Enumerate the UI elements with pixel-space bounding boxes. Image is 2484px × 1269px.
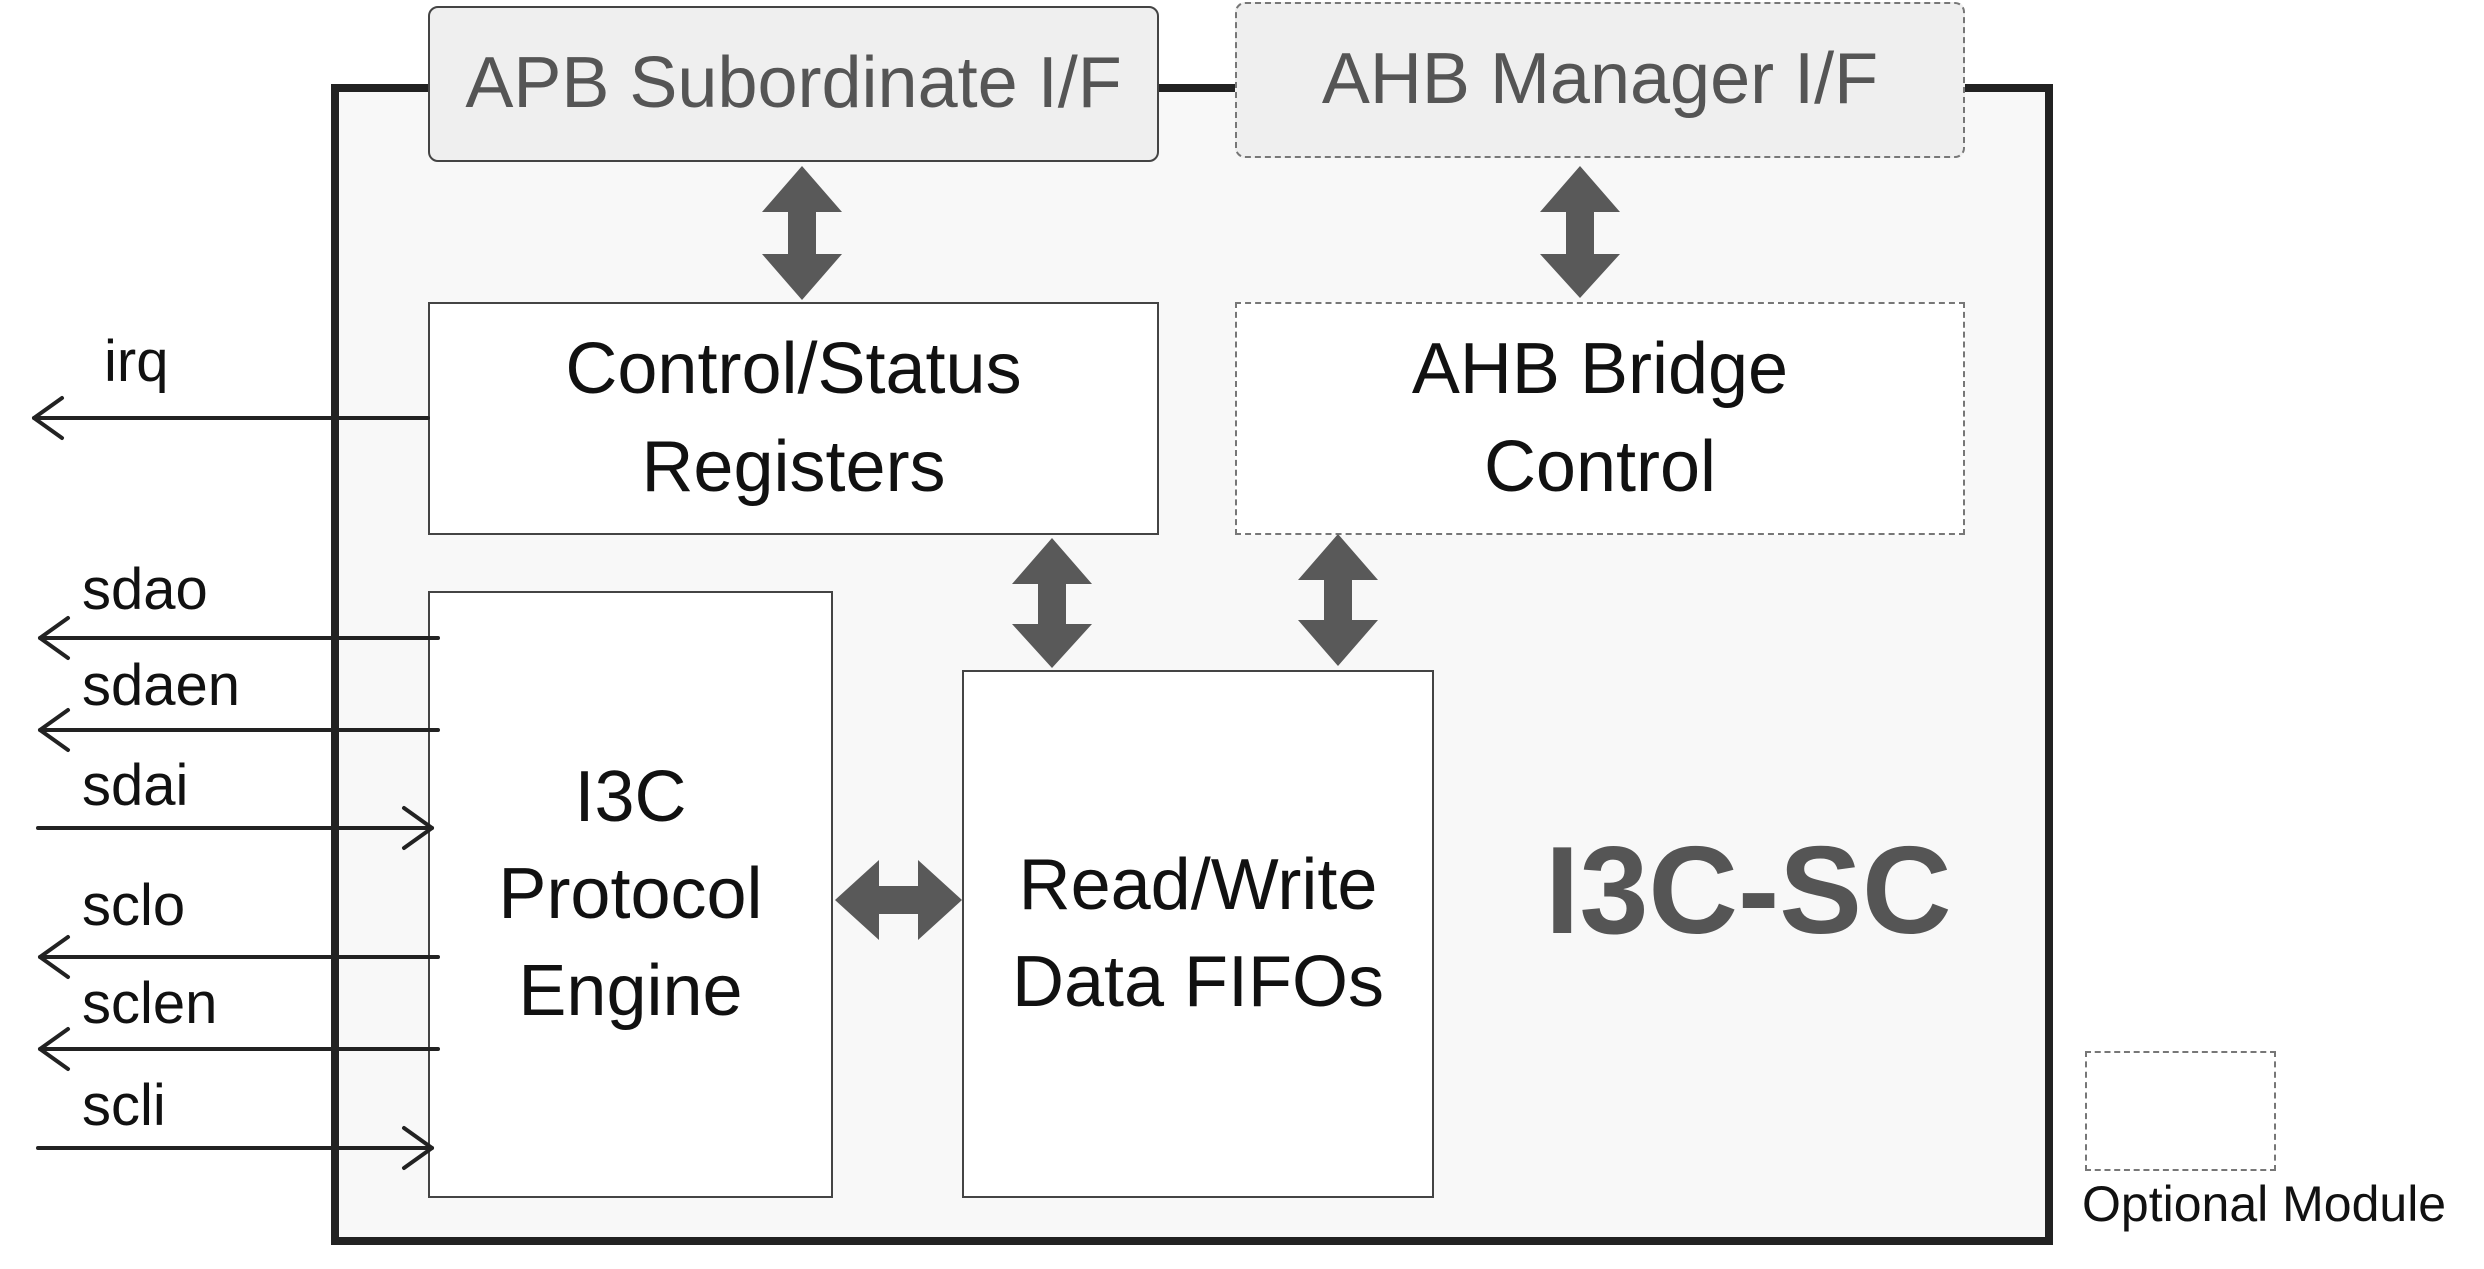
engine-line-3: Engine <box>518 951 743 1032</box>
apb-csr-double-arrow-icon <box>762 166 842 300</box>
module-name: I3C-SC <box>1545 822 1952 960</box>
sclo-arrowhead-icon <box>38 935 70 979</box>
ahb-bridge-double-arrow-icon <box>1540 166 1620 298</box>
ahb-if-label: AHB Manager I/F <box>1321 39 1879 120</box>
signal-scli-label: scli <box>82 1073 166 1138</box>
ahb-bridge-control: AHB Bridge Control <box>1235 302 1965 535</box>
signal-sdai-label: sdai <box>82 753 189 818</box>
i3c-protocol-engine: I3C Protocol Engine <box>428 591 833 1198</box>
scli-arrowhead-icon <box>402 1126 434 1170</box>
sclen-arrowhead-icon <box>38 1027 70 1071</box>
fifos-line-1: Read/Write <box>1018 844 1378 925</box>
bridge-fifo-double-arrow-icon <box>1298 534 1378 666</box>
fifos-line-2: Data FIFOs <box>1011 942 1385 1022</box>
csr-line-2: Registers <box>641 426 946 507</box>
signal-sdao-label: sdao <box>82 557 208 622</box>
csr-fifo-double-arrow-icon <box>1012 538 1092 668</box>
apb-subordinate-interface: APB Subordinate I/F <box>428 6 1159 162</box>
signal-sclen-label: sclen <box>82 971 218 1036</box>
signal-sdaen-label: sdaen <box>82 653 241 718</box>
optional-module-legend-swatch <box>2085 1051 2276 1171</box>
optional-module-legend-label: Optional Module <box>2082 1176 2447 1232</box>
engine-line-2: Protocol <box>498 853 763 934</box>
ahb-manager-interface: AHB Manager I/F <box>1235 2 1965 158</box>
sdaen-arrowhead-icon <box>38 708 70 752</box>
engine-line-1: I3C <box>574 756 687 837</box>
control-status-registers: Control/Status Registers <box>428 302 1159 535</box>
engine-fifo-double-arrow-icon <box>835 860 962 940</box>
apb-if-label: APB Subordinate I/F <box>465 43 1122 124</box>
csr-line-1: Control/Status <box>565 329 1022 410</box>
irq-arrowhead-icon <box>32 396 64 440</box>
signal-irq-label: irq <box>104 329 169 394</box>
read-write-data-fifos: Read/Write Data FIFOs <box>962 670 1434 1198</box>
ahb-bridge-line-2: Control <box>1483 426 1717 507</box>
ahb-bridge-line-1: AHB Bridge <box>1411 329 1789 410</box>
signal-sclo-label: sclo <box>82 873 186 938</box>
sdao-arrowhead-icon <box>38 616 70 660</box>
sdai-arrowhead-icon <box>402 806 434 850</box>
